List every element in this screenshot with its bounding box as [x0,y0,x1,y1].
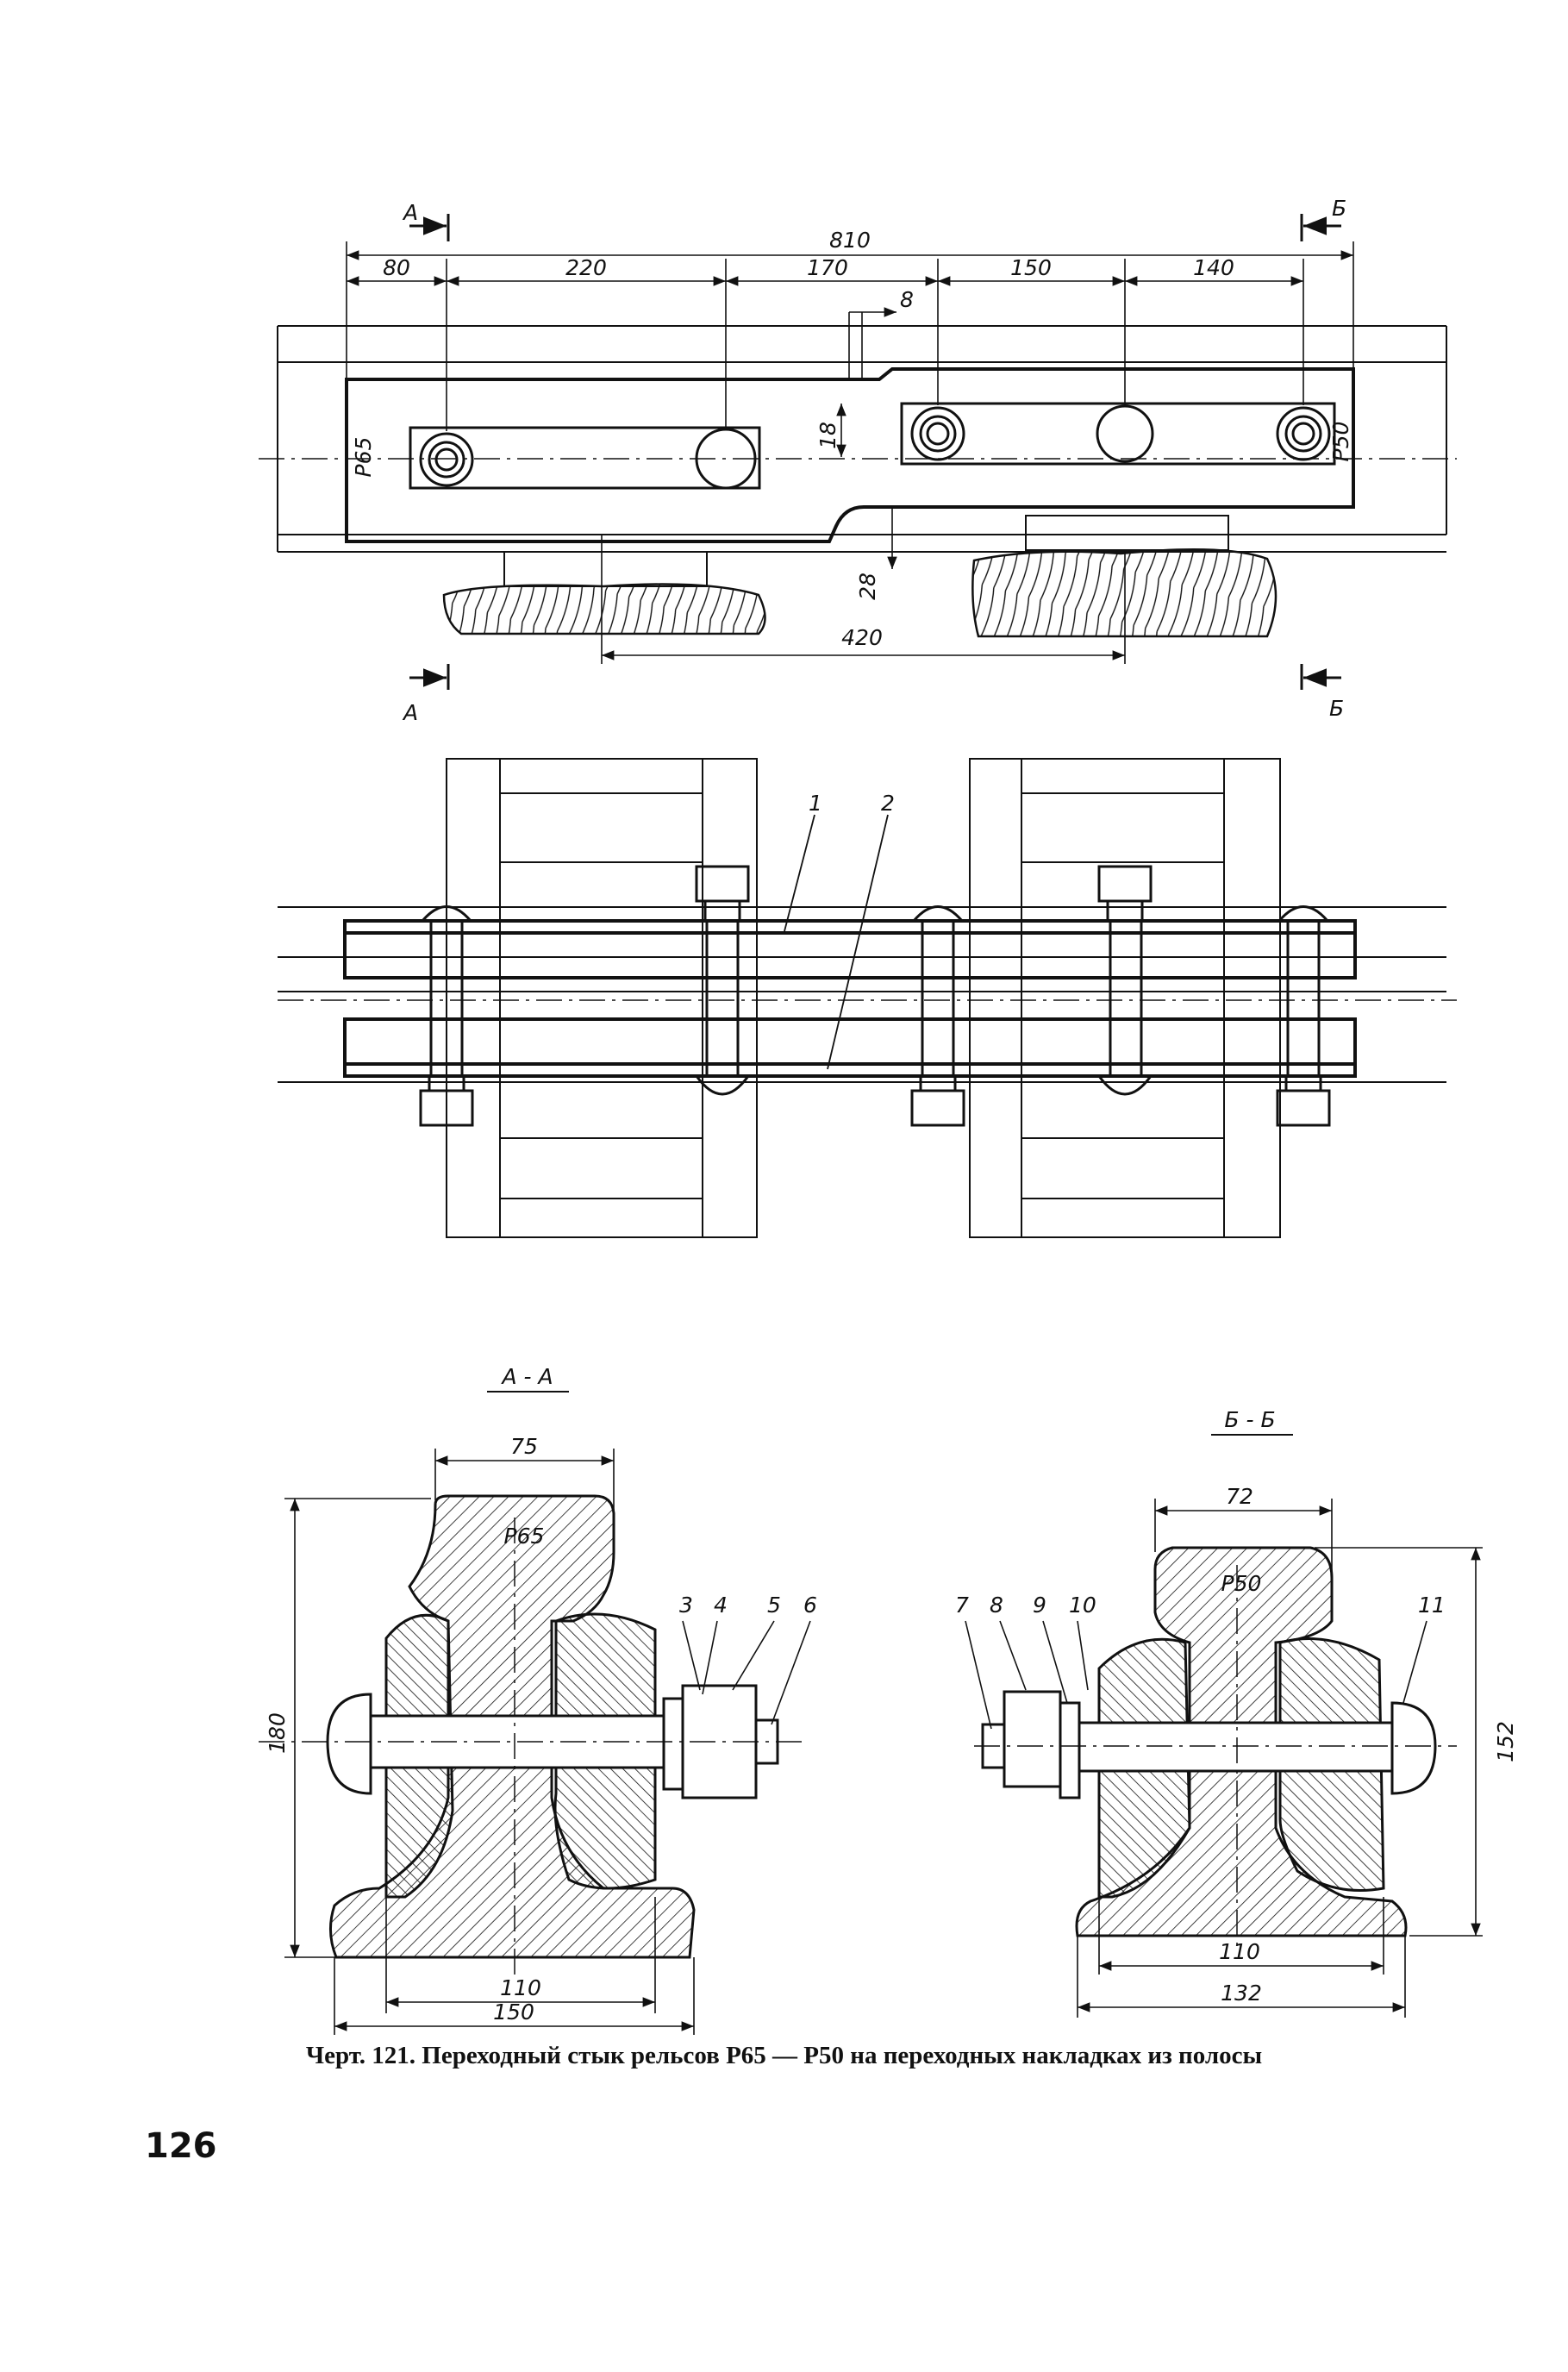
label-r65-section: Р65 [504,1524,545,1549]
elevation-view: 1 2 [278,758,1457,1238]
section-mark-b [1300,214,1341,690]
bolt-plan-1 [419,432,474,487]
slot-left [409,426,761,490]
dim-28: 28 [855,573,880,600]
dim-220: 220 [565,255,607,280]
bolts-elevation [419,865,1331,1127]
dim-80: 80 [383,255,410,280]
callout-11: 11 [1418,1593,1446,1618]
dim-a-110: 110 [500,1975,541,2000]
section-letter-b-bottom: Б [1329,696,1344,721]
dim-a-180: 180 [265,1712,290,1754]
dim-420: 420 [841,625,883,650]
callout-10: 10 [1069,1593,1096,1618]
callout-3: 3 [679,1593,693,1618]
callouts-b: 7 8 9 10 11 [955,1593,1446,1618]
plan-dimension-labels: 810 80 220 170 150 140 8 18 28 420 Р65 Р… [351,228,1353,650]
callouts-a: 3 4 5 6 [679,1593,817,1618]
label-r50-section: Р50 [1221,1571,1262,1596]
section-a-title: А - А [500,1364,553,1389]
splice-bar-2 [343,1017,1357,1078]
section-mark-a [409,214,450,690]
dim-b-110: 110 [1219,1939,1260,1964]
section-letter-a-top: А [402,200,418,225]
figure-caption: Черт. 121. Переходный стык рельсов Р65 —… [305,2042,1263,2069]
dim-b-72: 72 [1226,1484,1253,1509]
sleeper-left [442,551,766,635]
callout-5: 5 [767,1593,781,1618]
dim-170: 170 [807,255,848,280]
callout-1: 1 [809,791,822,816]
plan-view: 810 80 220 170 150 140 8 18 28 420 Р65 Р… [259,196,1457,725]
label-r50-plan: Р50 [1328,422,1353,462]
dim-150: 150 [1010,255,1052,280]
sleeper-right [971,515,1278,638]
dim-8: 8 [900,287,914,312]
callout-8: 8 [990,1593,1003,1618]
dim-a-75: 75 [510,1434,538,1459]
dim-a-150: 150 [493,2000,534,2025]
section-letter-b-top: Б [1332,196,1346,221]
section-letter-a-bottom: А [402,700,418,725]
callout-7: 7 [955,1593,969,1618]
callout-2: 2 [881,791,895,816]
splice-bar-1 [343,919,1357,979]
dim-18: 18 [815,422,840,449]
dim-b-132: 132 [1221,1981,1262,2006]
callout-9: 9 [1033,1593,1046,1618]
bolt-b [981,1690,1437,1799]
callout-6: 6 [803,1593,817,1618]
hole-plan-2 [1096,404,1154,463]
dim-b-152: 152 [1493,1721,1518,1762]
page-number: 126 [145,2126,217,2166]
slot-right [900,402,1336,466]
bolt-plan-3 [1276,406,1331,461]
section-b-b: Б - Б 72 152 [955,1407,1518,2018]
dim-140: 140 [1193,255,1234,280]
hole-plan-1 [695,428,757,490]
label-r65-plan: Р65 [351,437,376,478]
bolt-plan-2 [910,406,965,461]
callout-4: 4 [714,1593,728,1618]
dim-810: 810 [829,228,871,253]
section-b-title: Б - Б [1224,1407,1275,1432]
section-a-a: А - А [259,1364,817,2035]
